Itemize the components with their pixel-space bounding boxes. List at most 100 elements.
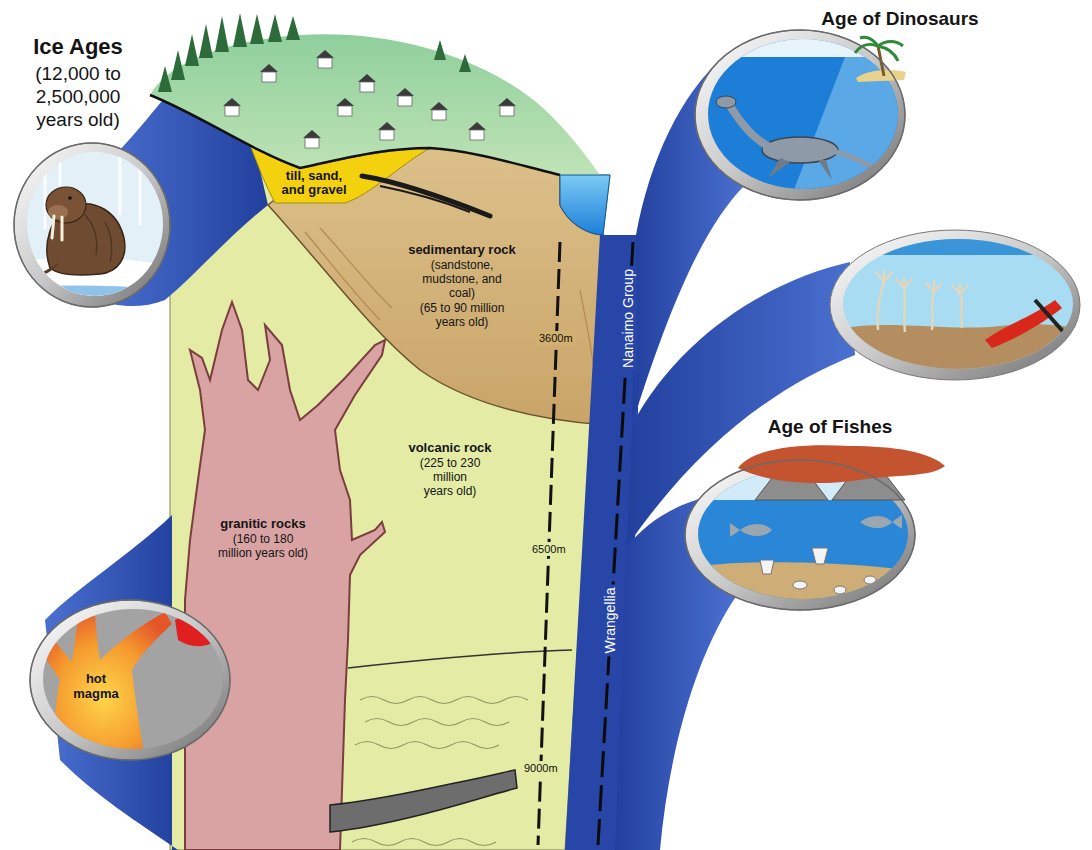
coal-seam [362,176,490,216]
marine-life-scene [835,235,1085,385]
sedimentary-layer-region: sedimentary rock(sandstone, mudstone, an… [384,239,540,332]
house-symbol [470,130,484,140]
house-symbol [500,106,514,116]
dinosaur-age-scene [836,152,884,174]
ice-age-scene [47,204,125,275]
sea-water [560,175,610,235]
marine-life-scene [835,235,1085,385]
dinosaur-age-bubble: Age of Dinosaurs [693,5,1003,202]
fish-age-scene [738,445,945,483]
fish-age-scene [793,581,807,589]
ice-age-scene [52,216,62,240]
house-symbol [260,64,278,72]
house-symbol [430,102,448,110]
fish-age-scene [685,445,945,615]
coal-seam [362,176,490,216]
house-symbol [305,138,319,148]
marine-life-scene [952,283,968,328]
era-heading: Age of Fishes [745,416,915,438]
granite-intrusion [185,302,385,850]
volcanic-layer-region: volcanic rock(225 to 230 million years o… [382,437,518,501]
tree-symbol [459,54,471,72]
layer-name: volcanic rock [385,440,515,455]
marine-life-scene [1035,300,1075,345]
depth-label: 3600m [536,331,576,345]
lower-strata [348,650,572,668]
granite-layer-region: granitic rocks(160 to 180 million years … [195,513,331,563]
fish-age-scene [860,515,902,529]
house-symbol [396,88,414,96]
tree-symbol [171,50,185,80]
fish-age-scene [834,586,846,594]
dinosaur-age-scene [768,158,832,180]
house-symbol [398,96,412,106]
ground-surface [150,34,600,175]
house-symbol [225,106,239,116]
bubble-outline-layer [693,5,1003,202]
bubble-outline [14,143,170,307]
house-symbol [336,98,354,106]
magma-scene [30,600,235,765]
house-symbol [223,98,241,106]
dinosaur-age-scene [856,70,906,82]
ice-age-scene [48,205,68,219]
coal-seam [380,186,470,212]
ice-age-scene [85,215,112,262]
tree-symbol [268,14,282,42]
ice-age-scene [20,150,170,310]
ice-age-bubble: Ice Ages(12,000 to 2,500,000 years old) [0,31,172,309]
magma-scene [175,615,222,646]
till-layer-region: till, sand, and gravel [271,166,357,200]
marine-life-scene [835,235,1085,255]
fish-age-scene [690,562,920,615]
house-symbol [318,58,332,68]
tree-symbol [250,14,264,44]
tree-symbol [215,16,229,52]
fish-age-scene [812,548,828,564]
tree-symbol [434,40,446,60]
age-range: (12,000 to 2,500,000 years old) [18,62,138,131]
granite-intrusion [185,302,385,850]
ice-age-scene [20,150,170,310]
ice-age-scene [68,196,72,200]
house-symbol [316,50,334,58]
dinosaur-age-scene [730,106,768,146]
layer-description: (sandstone, mudstone, and coal) [412,258,512,300]
fish-age-bubble: Age of Fishes [683,413,918,612]
bubble-outline-layer [28,598,232,762]
tree-symbol [233,13,247,47]
magma-scene [35,605,172,760]
marine-life-scene [835,324,1085,385]
magma-label: hot magma [65,671,127,701]
layer-name: granitic rocks [198,516,328,531]
dinosaur-age-scene [855,37,903,61]
dinosaur-age-scene [695,30,910,205]
house-symbol [380,130,394,140]
house-symbol [468,122,486,130]
sea-water [560,175,610,235]
house-symbol [223,50,516,148]
age-range: (160 to 180 million years old) [216,532,310,560]
dinosaur-age-scene [716,96,736,108]
layer-name: till, sand, and gravel [274,169,354,197]
marine-life-scene [985,300,1062,348]
marine-life-scene [896,277,912,332]
era-heading: Ice Ages [3,34,153,60]
house-symbol [358,74,376,82]
ice-age-scene [14,143,170,310]
age-range: (225 to 230 million years old) [417,456,483,498]
fish-age-scene [760,548,876,594]
fish-age-scene [760,560,774,574]
marine-life-scene [876,270,892,330]
depth-label: 9000m [521,761,561,775]
layer-name: sedimentary rock [387,242,537,257]
ice-age-scene [36,262,60,276]
bubble-outline [685,460,915,610]
ice-age-scene [46,187,86,223]
house-symbol [262,72,276,82]
